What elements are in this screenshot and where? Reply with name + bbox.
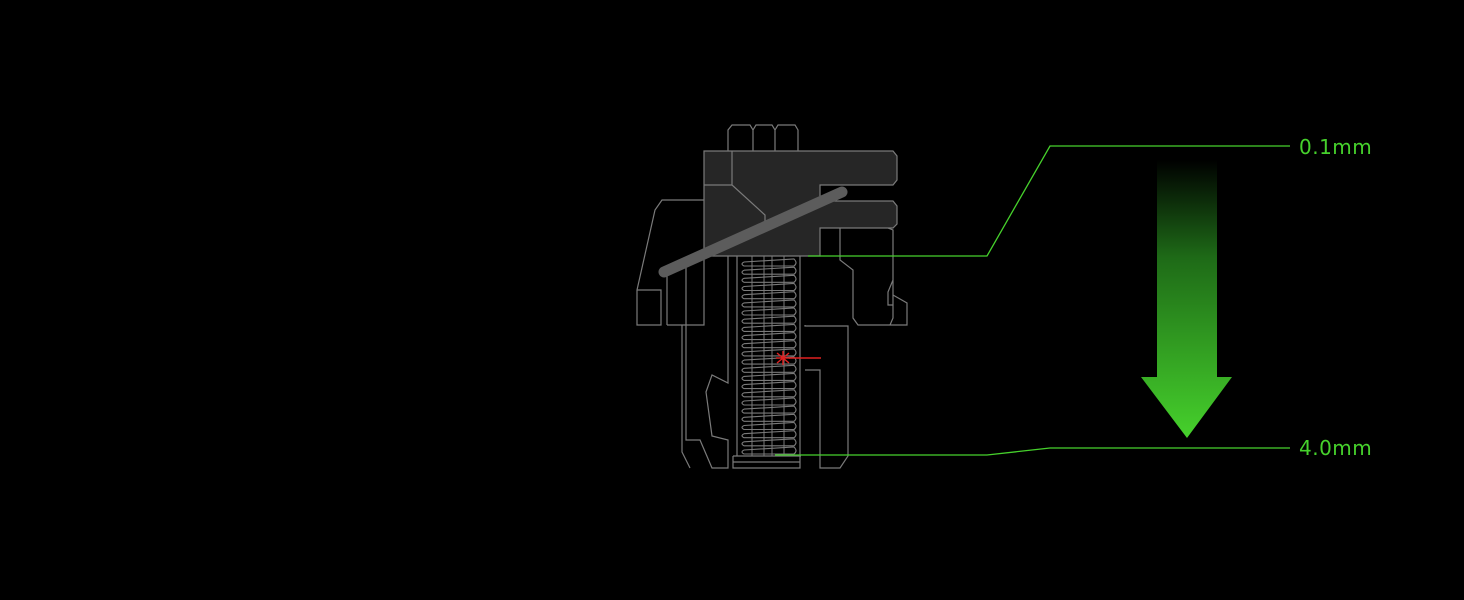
spring-coil	[741, 340, 797, 349]
spring-coil	[741, 438, 797, 447]
leader-line-top	[808, 145, 1290, 257]
spring-coil	[741, 446, 797, 455]
spring-coil	[741, 356, 797, 365]
spring-coil	[741, 372, 797, 381]
spring-coil	[741, 413, 797, 422]
spring-coil	[741, 405, 797, 414]
stem-rails	[751, 256, 785, 456]
spring-coil	[741, 430, 797, 439]
actuation-point-icon	[776, 351, 821, 365]
spring-coil	[741, 307, 797, 316]
switch-top-notches	[727, 124, 799, 151]
spring-coil	[741, 397, 797, 406]
spring-coil	[741, 266, 797, 275]
spring-coil	[741, 389, 797, 398]
spring	[741, 258, 797, 455]
arrow-down-icon	[1141, 160, 1232, 438]
spring-coil	[741, 315, 797, 324]
spring-coil	[741, 332, 797, 341]
travel-start-label: 0.1mm	[1299, 135, 1373, 159]
spring-coil	[741, 282, 797, 292]
spring-coil	[741, 299, 797, 308]
travel-end-label: 4.0mm	[1299, 436, 1373, 460]
spring-coil	[741, 364, 797, 373]
spring-coil	[741, 274, 797, 283]
spring-coil	[741, 258, 797, 267]
switch-left-housing	[636, 199, 705, 326]
switch-leaf-bar	[658, 186, 848, 278]
spring-coil	[741, 381, 797, 390]
leader-line-bottom	[775, 447, 1290, 456]
spring-coil	[741, 348, 797, 357]
spring-coil	[741, 291, 797, 300]
spring-coil	[741, 421, 797, 431]
switch-right-housing	[839, 227, 908, 326]
spring-coil	[741, 323, 797, 332]
